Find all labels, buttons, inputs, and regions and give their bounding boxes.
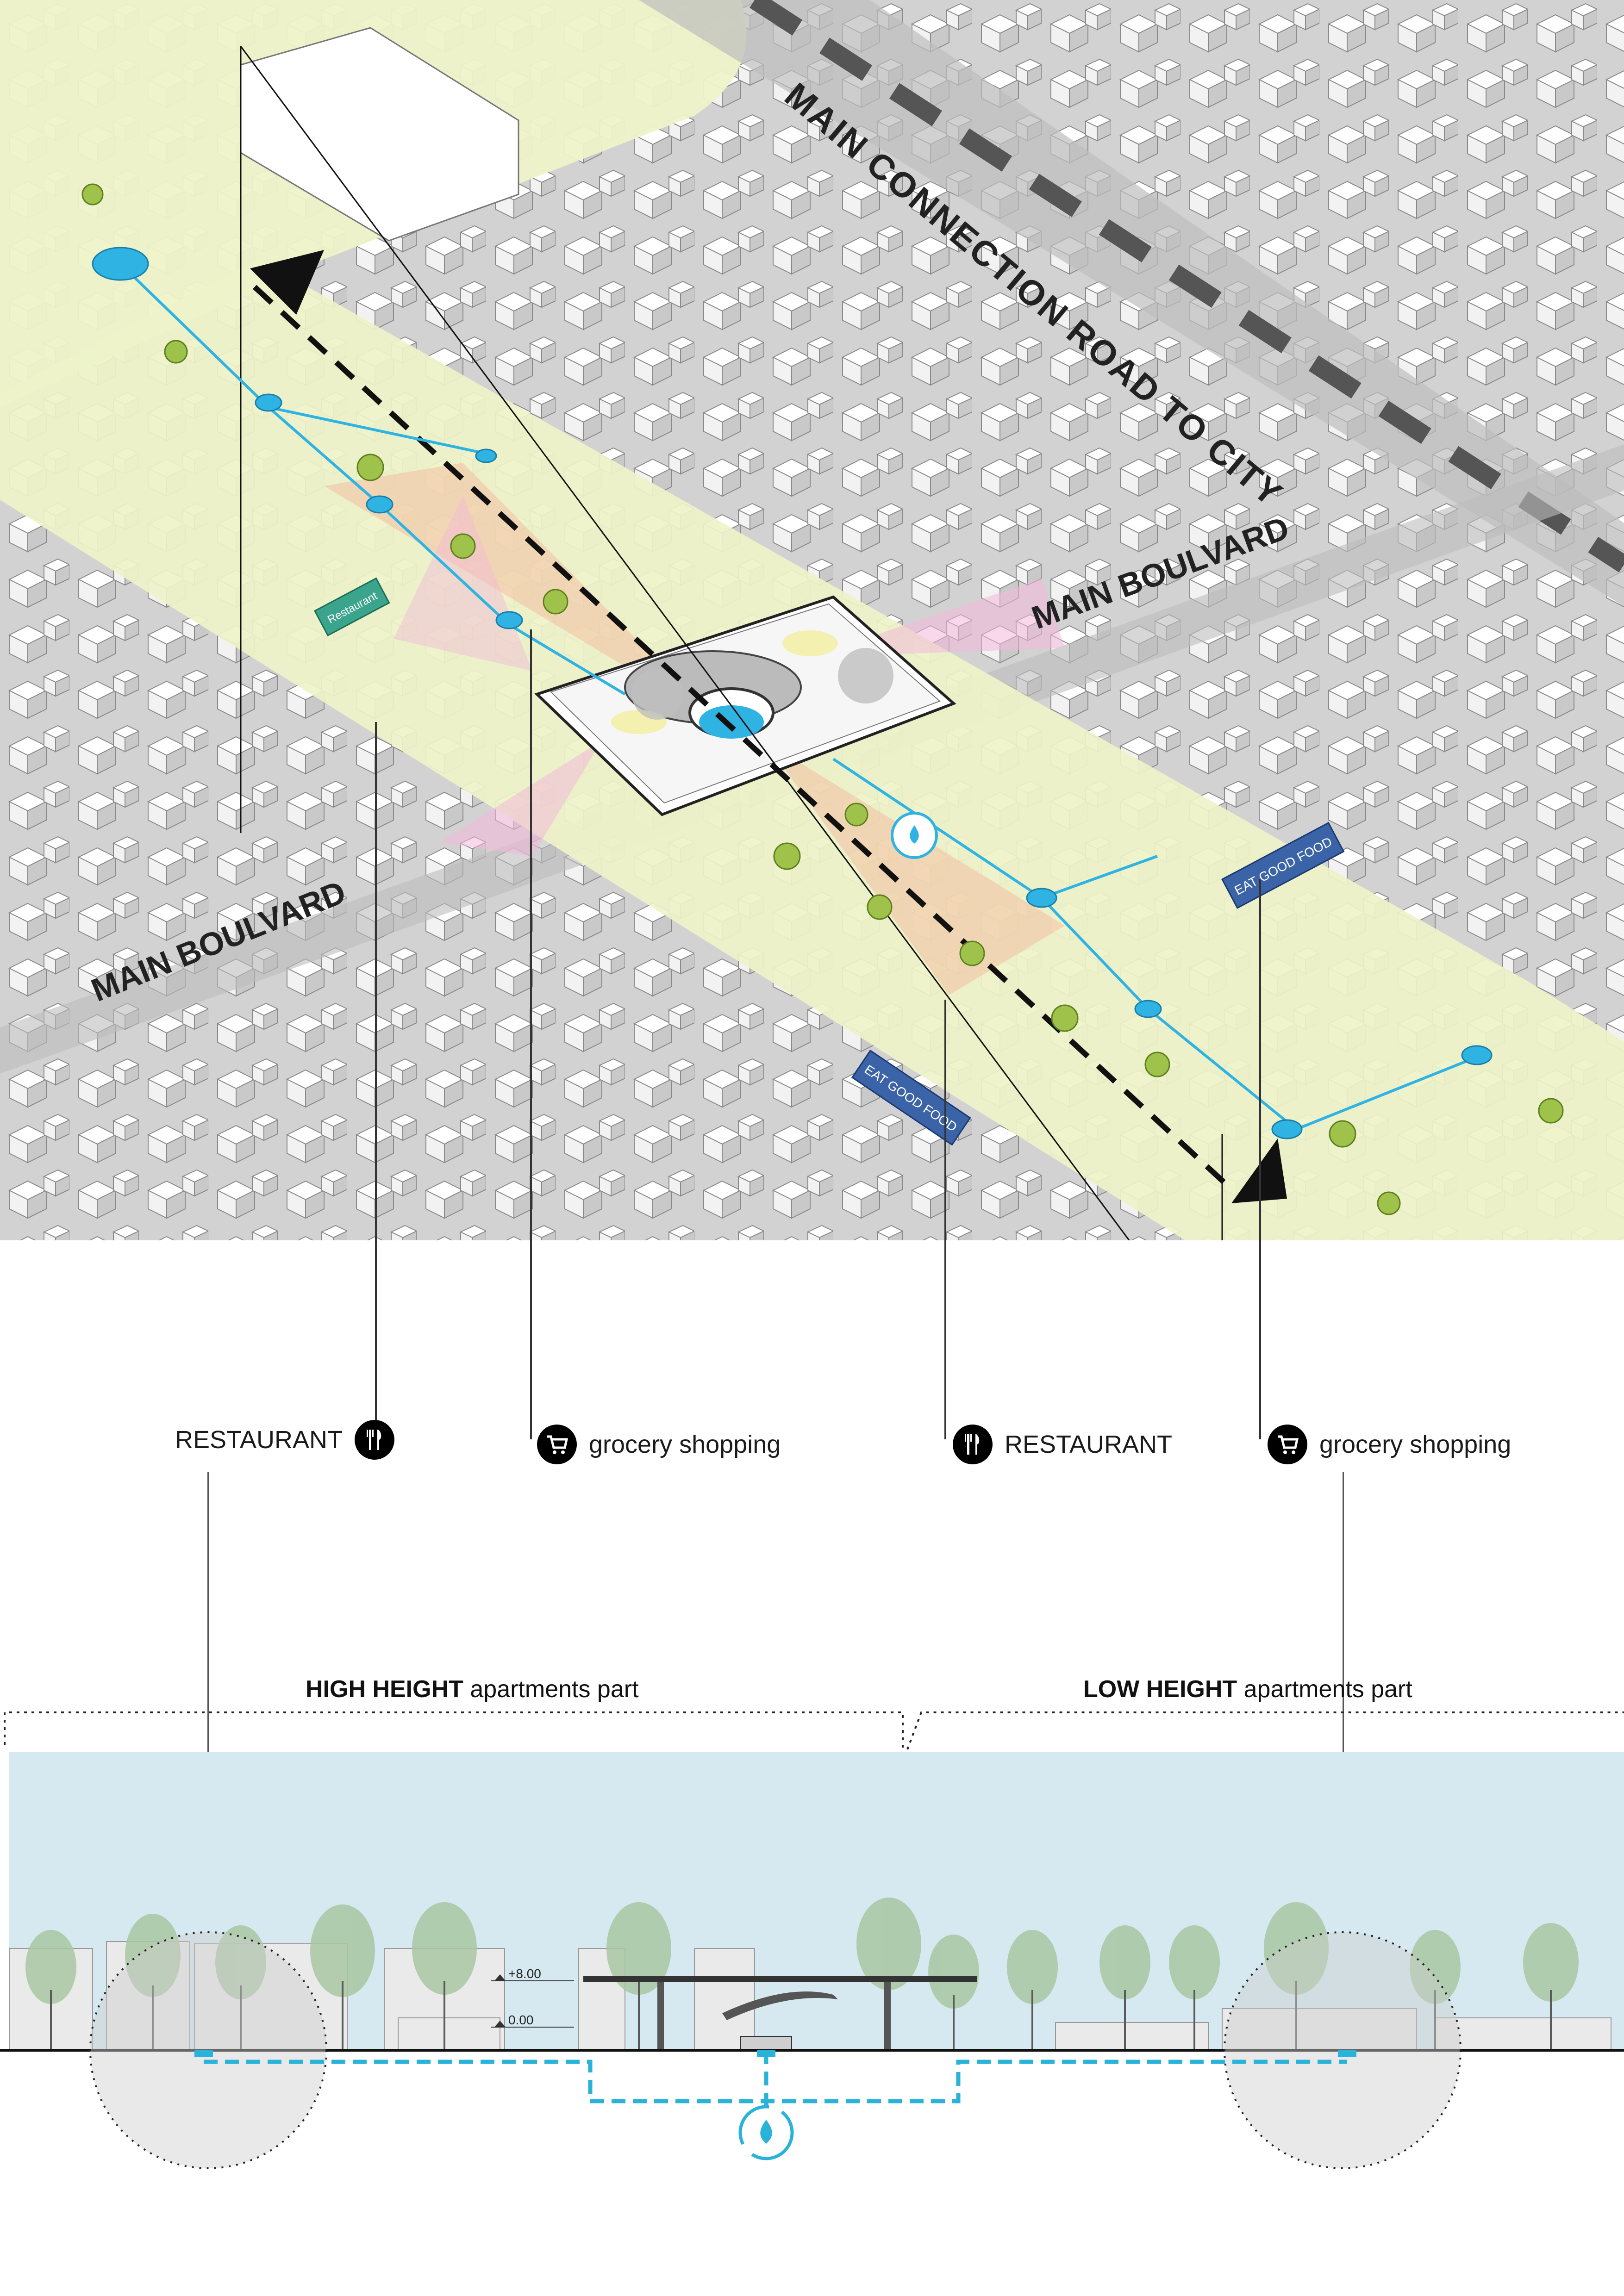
background-buildings — [9, 1941, 1612, 2051]
callout-label: grocery shopping — [589, 1431, 781, 1458]
axonometric-site-plan: EAT GOOD FOOD EAT GOOD FOOD Restaurant M… — [0, 0, 1624, 1240]
callout-grocery-left: grocery shopping — [537, 1425, 781, 1464]
leader-grocery-to-section — [1343, 1472, 1344, 1888]
view-cone-orange — [324, 463, 718, 722]
central-pavilion — [534, 595, 956, 816]
leader-restaurant-to-section — [207, 1472, 209, 1888]
leader-line-restaurant-2 — [944, 1000, 946, 1439]
tree-clusters — [81, 183, 1564, 1215]
water-cycle-icon — [738, 2105, 794, 2160]
section-trees — [25, 1898, 1579, 2050]
fork-knife-icon — [953, 1425, 993, 1464]
zone-brackets — [4, 1711, 1624, 1750]
level-ground-label: 0.00 — [508, 2013, 534, 2027]
callout-grocery-right: grocery shopping — [1268, 1425, 1511, 1464]
callout-restaurant-right: RESTAURANT — [953, 1425, 1172, 1464]
callout-label: grocery shopping — [1319, 1431, 1512, 1458]
pipe-inlets — [194, 2050, 1356, 2057]
level-marker-ground: 0.00 — [491, 2013, 574, 2028]
road-dashes — [750, 0, 1624, 572]
water-nodes — [92, 247, 1493, 1139]
level-marker-top: +8.00 — [491, 1966, 574, 1981]
leader-line-grocery-2 — [1259, 879, 1261, 1439]
shopping-cart-icon — [1268, 1425, 1307, 1464]
section-cut-frame — [240, 46, 1223, 1240]
water-cycle-icon — [891, 812, 938, 859]
callout-label: RESTAURANT — [1005, 1431, 1173, 1458]
leader-line-grocery-1 — [530, 629, 532, 1439]
zone-title-high-height: HIGH HEIGHT apartments part — [306, 1676, 639, 1703]
shopping-cart-icon — [537, 1425, 577, 1464]
zone-title-low-height: LOW HEIGHT apartments part — [1083, 1676, 1412, 1703]
level-top-label: +8.00 — [508, 1966, 541, 1981]
callout-restaurant-left: RESTAURANT — [175, 1420, 395, 1460]
view-cone-orange — [764, 740, 1065, 995]
main-connection-road — [639, 0, 1624, 606]
section-arrow-top — [250, 250, 324, 315]
view-cone-pink — [440, 740, 602, 856]
leader-line-restaurant-1 — [375, 722, 377, 1439]
water-pipe-network — [204, 2050, 1347, 2120]
callout-label: RESTAURANT — [175, 1426, 343, 1454]
fork-knife-icon — [355, 1420, 395, 1460]
urban-section: +8.00 0.00 — [0, 1711, 1624, 2169]
